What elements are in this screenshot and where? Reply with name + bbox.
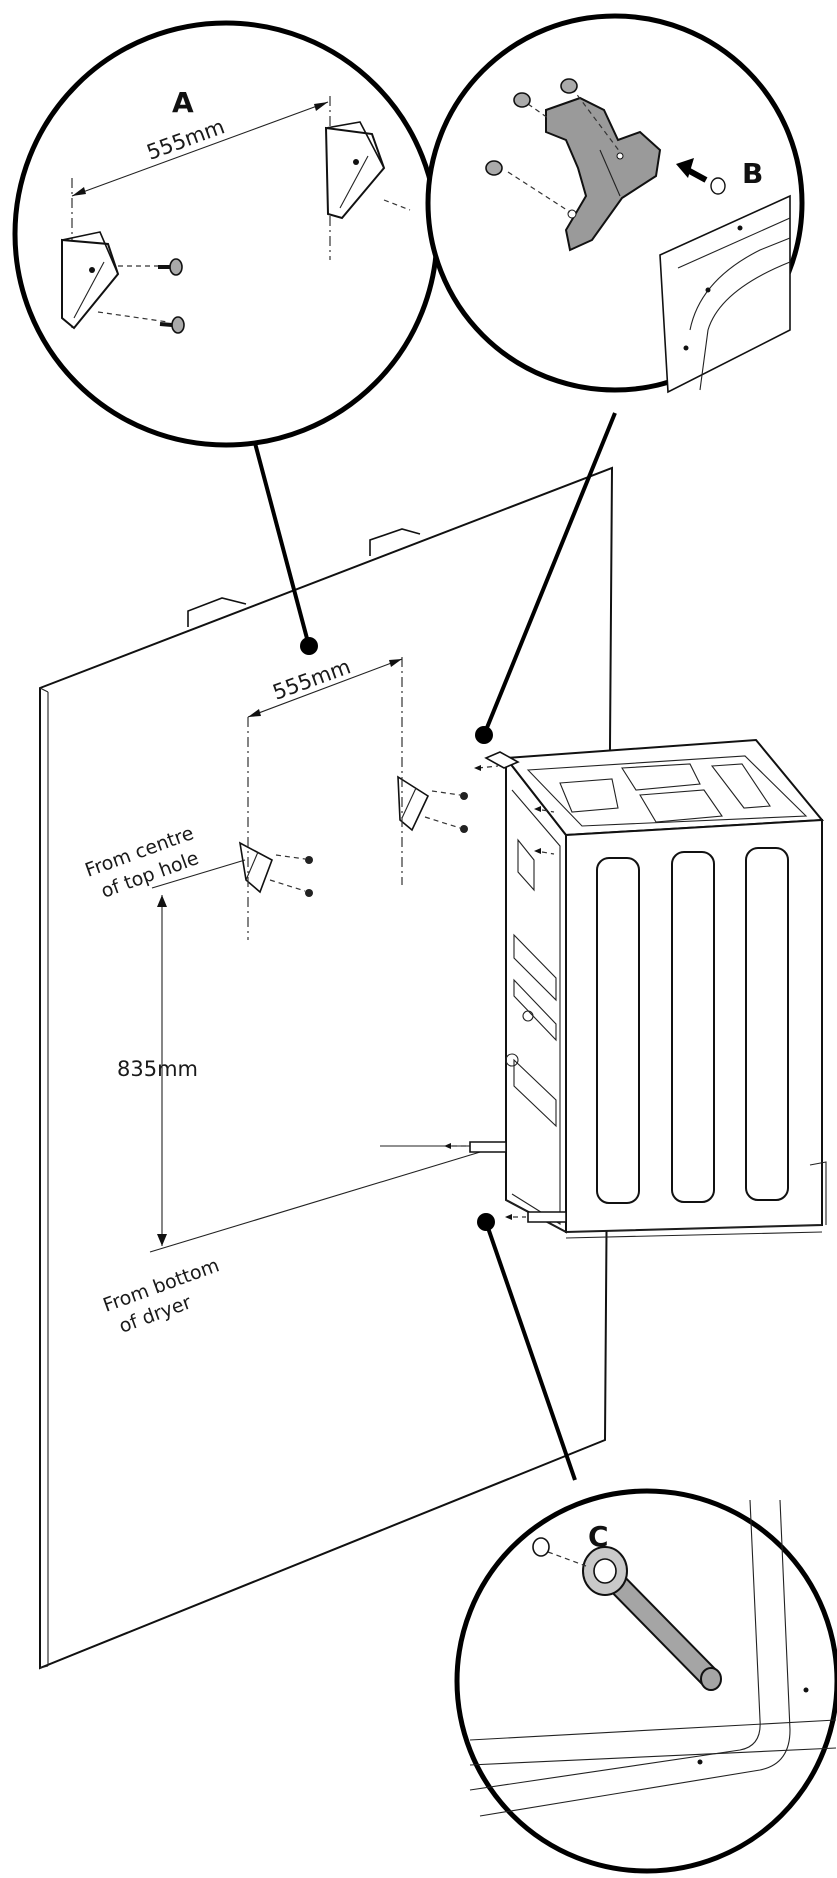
wall-panel <box>39 466 614 1670</box>
screw-icon <box>560 78 578 94</box>
wall-bracket-right <box>397 775 468 833</box>
screw-icon <box>485 160 503 176</box>
dryer-pins <box>444 1141 567 1223</box>
pin-icon <box>582 1546 722 1691</box>
callout-leader-c <box>477 1213 577 1481</box>
screw-icon <box>158 258 183 276</box>
callout-a-label: A <box>172 86 194 119</box>
screw-icon <box>513 92 531 108</box>
dimension-835 <box>149 859 510 1253</box>
detail-circle-b: B <box>425 13 805 394</box>
dryer-side-screws <box>534 806 555 855</box>
callout-c-label: C <box>588 1520 609 1553</box>
panel-top-supports <box>187 528 421 627</box>
arrow-icon <box>676 158 708 183</box>
dimension-height-label: 835mm <box>117 1057 198 1081</box>
detail-circle-c: C <box>454 1488 837 1874</box>
screw-icon <box>532 1537 550 1557</box>
callout-leader-b <box>475 412 617 744</box>
screw-icon <box>710 177 726 195</box>
dryer-unit <box>504 738 827 1239</box>
screw-icon <box>159 316 185 334</box>
callout-b-label: B <box>742 157 763 190</box>
dryer-top-bracket <box>474 751 520 771</box>
callout-leader-a <box>245 412 318 655</box>
detail-circle-a: A 555mm <box>12 20 440 448</box>
dimension-555-main <box>247 657 403 940</box>
